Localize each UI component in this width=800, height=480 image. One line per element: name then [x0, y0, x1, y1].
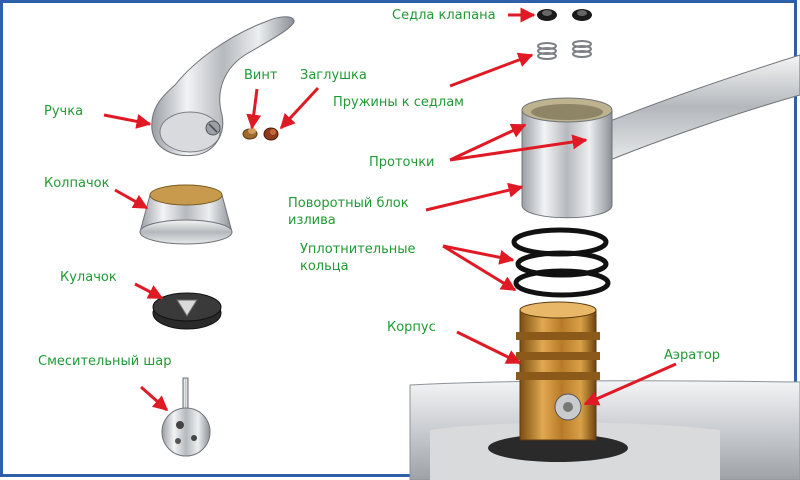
seal-rings-part — [511, 227, 611, 298]
label-body: Корпус — [387, 320, 436, 335]
label-mixing-ball: Смесительный шар — [38, 354, 172, 369]
arrow-cap — [114, 188, 149, 210]
label-cap: Колпачок — [44, 176, 110, 191]
sink-base — [409, 380, 800, 480]
arrow-body — [456, 330, 522, 365]
arrow-aerator — [583, 362, 677, 406]
arrow-seal-ring-2 — [442, 244, 517, 292]
spout-block-part — [521, 54, 800, 219]
plug-part — [263, 127, 279, 141]
arrow-channels-1 — [449, 123, 527, 162]
screw-part — [242, 128, 258, 140]
label-seal-rings-line1: Уплотнительные — [300, 242, 416, 257]
arrow-seat-springs — [449, 52, 534, 88]
seat-springs-part — [537, 40, 592, 60]
label-valve-seats: Седла клапана — [392, 8, 496, 23]
cam-part — [152, 292, 222, 330]
arrow-channels-2 — [449, 134, 588, 162]
body-part — [516, 301, 600, 441]
label-spout-block-line1: Поворотный блок — [288, 196, 409, 211]
label-seal-rings-line2: кольца — [300, 259, 349, 274]
label-cam: Кулачок — [60, 270, 117, 285]
valve-seats-part — [537, 9, 592, 21]
arrow-cam — [134, 282, 164, 300]
arrow-mixing-ball — [140, 385, 169, 412]
handle-part — [151, 16, 295, 157]
label-spout-block-line2: излива — [288, 213, 336, 228]
label-handle: Ручка — [44, 104, 84, 119]
label-plug: Заглушка — [300, 68, 367, 83]
label-aerator: Аэратор — [664, 348, 721, 363]
label-seat-springs: Пружины к седлам — [333, 95, 464, 110]
arrow-plug — [279, 86, 320, 130]
mixing-ball-part — [161, 377, 211, 457]
arrow-screw — [246, 88, 262, 130]
arrows — [103, 7, 677, 412]
arrow-handle — [103, 113, 152, 129]
label-channels: Проточки — [369, 155, 435, 170]
arrow-seal-ring-1 — [442, 244, 515, 265]
label-screw: Винт — [244, 68, 278, 83]
cap-part — [139, 184, 233, 245]
arrow-spout-block — [425, 182, 524, 212]
